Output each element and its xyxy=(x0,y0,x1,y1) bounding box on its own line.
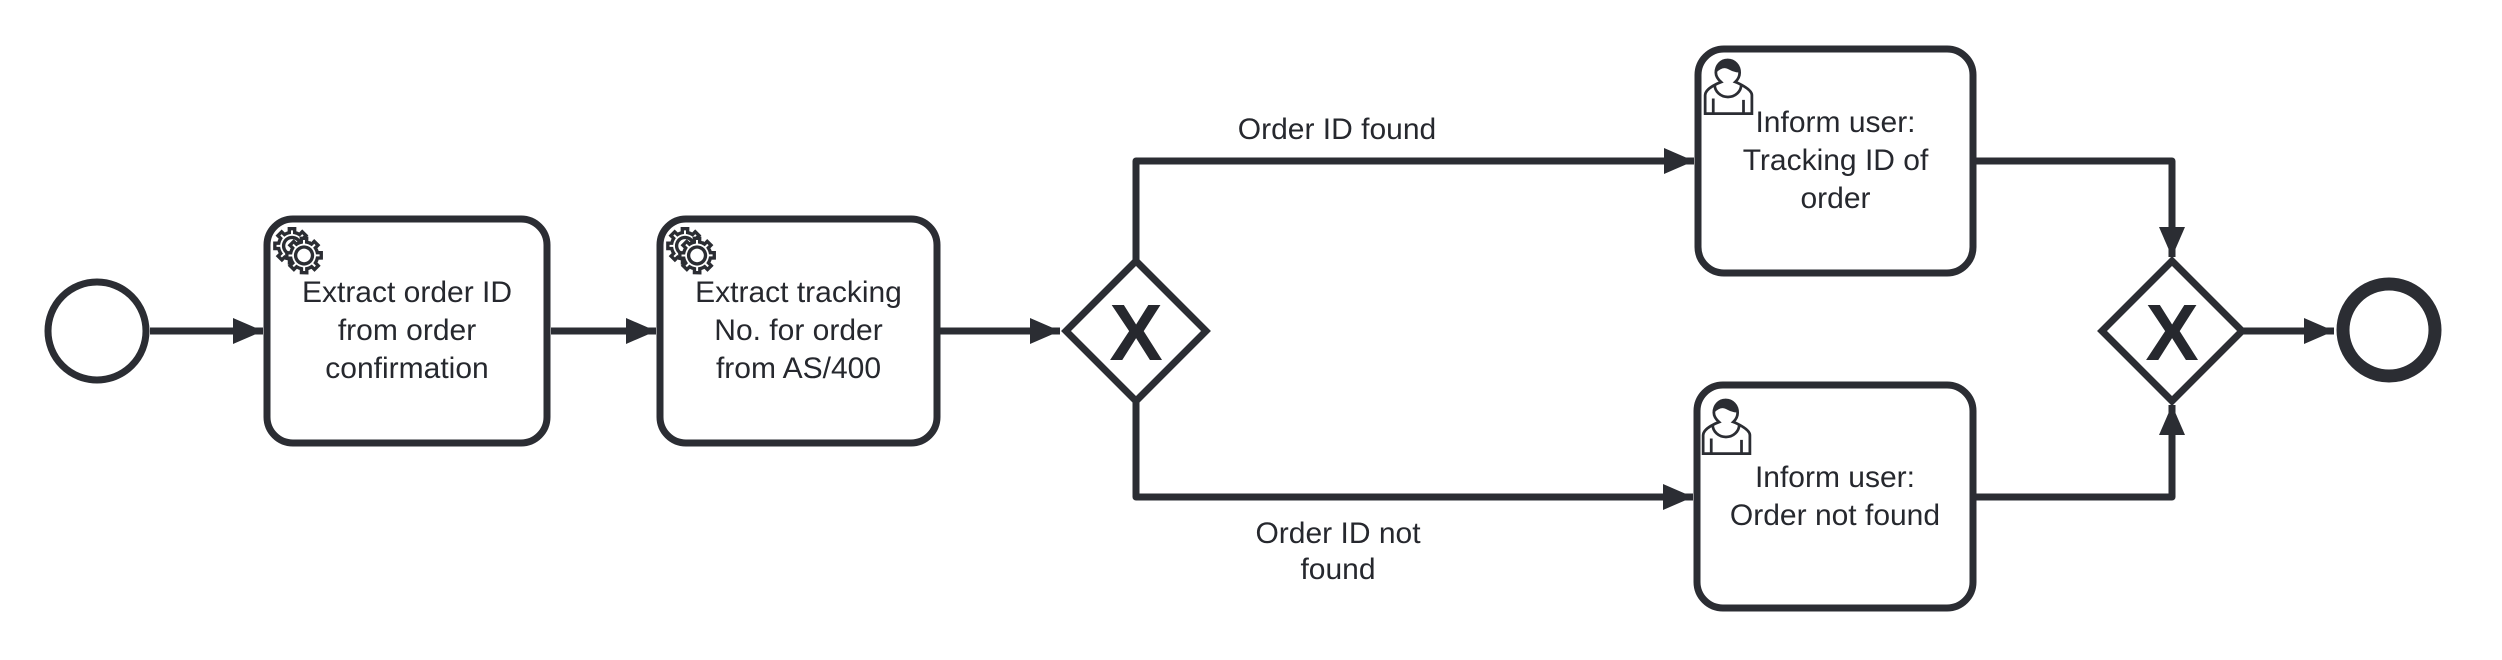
flow-gateway-split-to-inform-tracking-id[interactable] xyxy=(1132,148,1694,262)
gateway-join[interactable] xyxy=(2097,256,2247,406)
person-icon xyxy=(1703,58,1754,115)
task-extract-tracking-no[interactable] xyxy=(656,215,941,447)
task-inform-tracking-id[interactable] xyxy=(1694,45,1977,277)
task-inform-order-not-found[interactable] xyxy=(1693,381,1977,612)
flow-gateway-split-to-inform-order-not-found[interactable] xyxy=(1132,400,1693,510)
person-icon xyxy=(1701,398,1752,455)
end-event[interactable] xyxy=(2336,277,2442,383)
gears-icon xyxy=(666,226,716,275)
start-event[interactable] xyxy=(44,278,150,384)
flow-inform-tracking-id-to-gateway-join[interactable] xyxy=(1973,157,2185,257)
flow-inform-order-not-found-to-gateway-join[interactable] xyxy=(1973,405,2185,501)
gateway-split[interactable] xyxy=(1061,256,1211,406)
task-extract-order-id[interactable] xyxy=(263,215,551,447)
gears-icon xyxy=(273,226,323,275)
